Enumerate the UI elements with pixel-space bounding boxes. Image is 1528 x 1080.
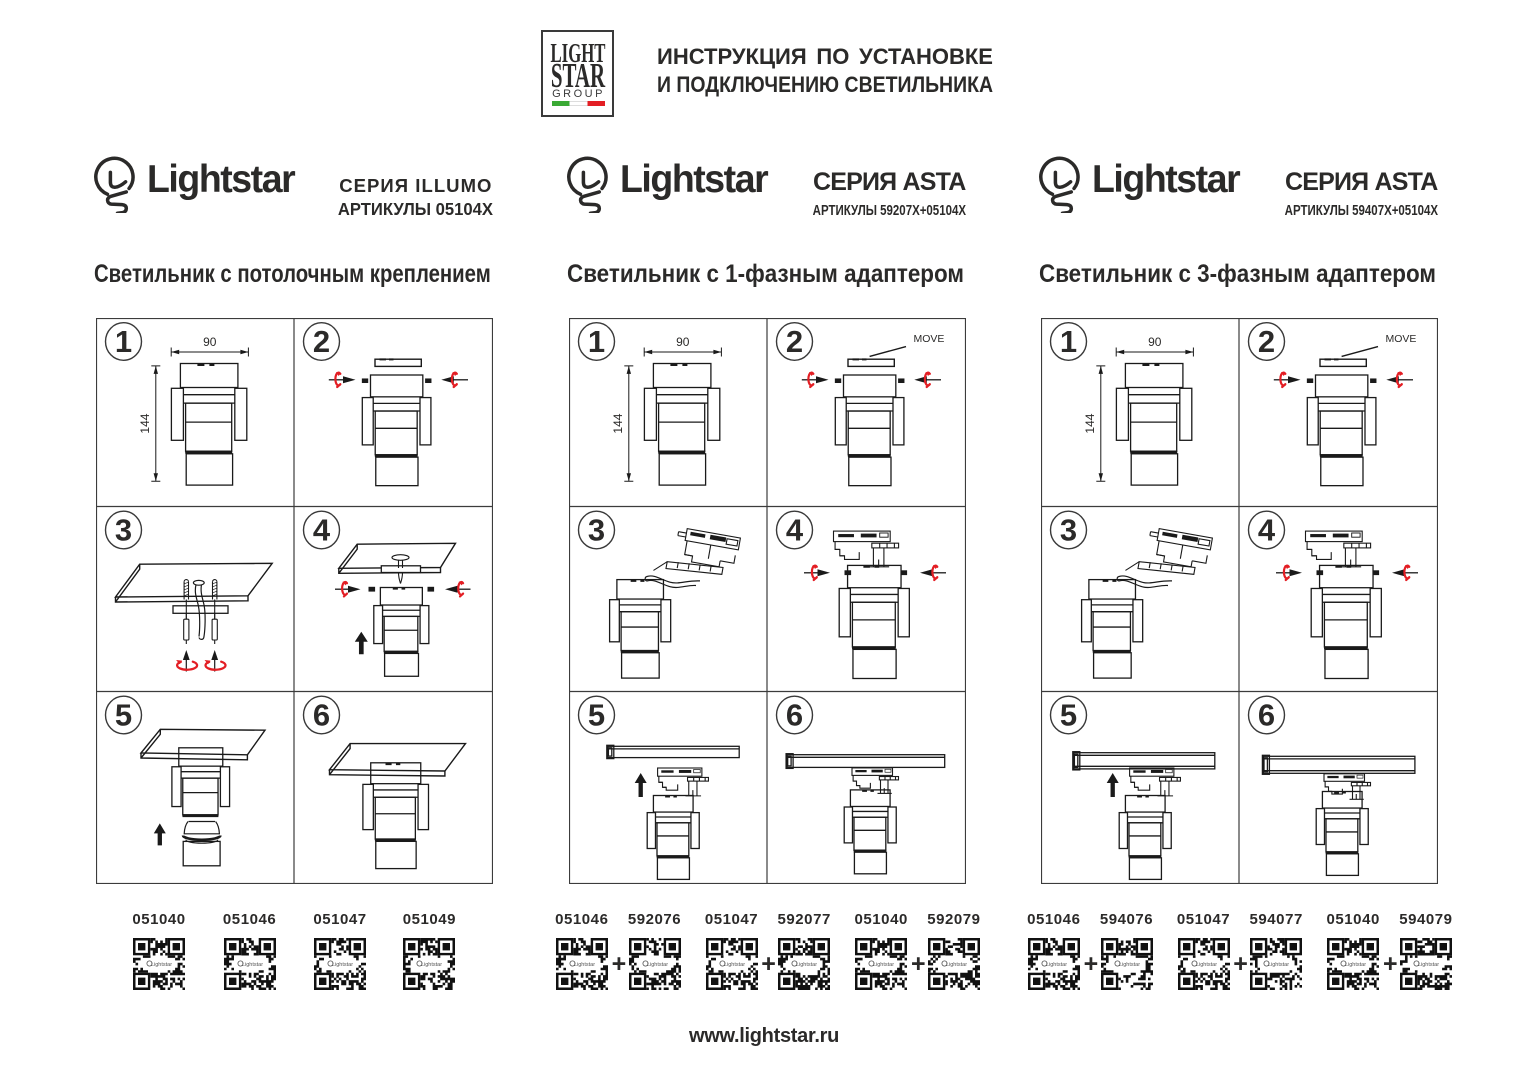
svg-text:5: 5 bbox=[114, 698, 131, 733]
svg-text:90: 90 bbox=[676, 335, 690, 349]
svg-text:4: 4 bbox=[312, 513, 330, 548]
svg-text:Lightstar: Lightstar bbox=[1345, 962, 1366, 968]
svg-text:Lightstar: Lightstar bbox=[574, 962, 595, 968]
svg-text:Lightstar: Lightstar bbox=[723, 962, 744, 968]
svg-text:6: 6 bbox=[785, 698, 802, 733]
svg-text:144: 144 bbox=[1082, 413, 1096, 433]
svg-text:1: 1 bbox=[1059, 324, 1076, 359]
svg-text:1: 1 bbox=[114, 324, 131, 359]
svg-text:144: 144 bbox=[610, 413, 624, 433]
svg-text:Lightstar: Lightstar bbox=[873, 962, 894, 968]
svg-text:2: 2 bbox=[785, 324, 802, 359]
svg-text:4: 4 bbox=[785, 513, 803, 548]
svg-text:Lightstar: Lightstar bbox=[421, 962, 442, 968]
svg-text:2: 2 bbox=[312, 324, 329, 359]
svg-text:1: 1 bbox=[587, 324, 604, 359]
svg-text:Lightstar: Lightstar bbox=[946, 962, 967, 968]
svg-text:MOVE: MOVE bbox=[1385, 333, 1416, 345]
svg-text:Lightstar: Lightstar bbox=[332, 962, 353, 968]
svg-text:Lightstar: Lightstar bbox=[1118, 962, 1139, 968]
svg-text:Lightstar: Lightstar bbox=[646, 962, 667, 968]
svg-text:MOVE: MOVE bbox=[913, 333, 944, 345]
svg-text:Lightstar: Lightstar bbox=[1418, 962, 1439, 968]
svg-text:Lightstar: Lightstar bbox=[242, 962, 263, 968]
svg-text:4: 4 bbox=[1257, 513, 1275, 548]
svg-text:Lightstar: Lightstar bbox=[151, 962, 172, 968]
svg-text:Lightstar: Lightstar bbox=[1195, 962, 1216, 968]
svg-text:5: 5 bbox=[587, 698, 604, 733]
svg-text:90: 90 bbox=[1148, 335, 1162, 349]
svg-text:Lightstar: Lightstar bbox=[796, 962, 817, 968]
svg-text:Lightstar: Lightstar bbox=[1046, 962, 1067, 968]
svg-text:6: 6 bbox=[312, 698, 329, 733]
svg-text:Lightstar: Lightstar bbox=[1268, 962, 1289, 968]
svg-text:2: 2 bbox=[1257, 324, 1274, 359]
svg-text:5: 5 bbox=[1059, 698, 1076, 733]
svg-text:3: 3 bbox=[114, 513, 131, 548]
svg-text:6: 6 bbox=[1257, 698, 1274, 733]
svg-text:90: 90 bbox=[203, 335, 217, 349]
svg-text:144: 144 bbox=[137, 413, 151, 433]
svg-text:3: 3 bbox=[587, 513, 604, 548]
svg-text:3: 3 bbox=[1059, 513, 1076, 548]
